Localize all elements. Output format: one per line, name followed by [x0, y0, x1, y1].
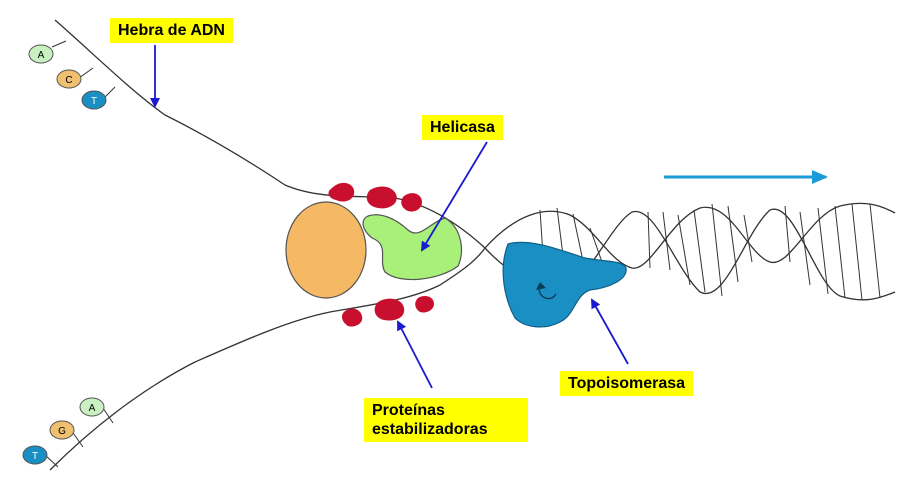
topoisomerase-pointer-arrow [592, 300, 628, 364]
nucleotide-letter: A [38, 50, 45, 61]
strand-label: Hebra de ADN [110, 18, 233, 43]
top-dna-strand [55, 20, 485, 248]
ssb-protein [415, 296, 434, 313]
topoisomerase-label: Topoisomerasa [560, 371, 693, 396]
ssb-protein [329, 183, 355, 202]
nucleotide-letter: C [65, 75, 72, 86]
stabilizing-proteins-label-line1: Proteínas [372, 401, 520, 420]
helicase-shape [363, 215, 461, 280]
nucleotide-letter: T [91, 96, 97, 107]
helicase-label: Helicasa [422, 115, 503, 140]
nucleotide-stem [104, 87, 115, 98]
primase-blob [286, 202, 366, 298]
ssb-protein [367, 187, 397, 209]
nucleotide-letter: G [58, 426, 66, 437]
nucleotide-stem [52, 41, 66, 47]
ssb-protein [342, 309, 362, 327]
nucleotide-bottom-1: A [80, 398, 104, 416]
nucleotide-letter: T [32, 451, 38, 462]
ssb-protein [401, 193, 422, 211]
stabilizing-proteins-label-line2: estabilizadoras [372, 420, 520, 439]
topoisomerase-shape [503, 242, 626, 327]
proteins-pointer-arrow [398, 322, 432, 388]
nucleotide-top-1: A [29, 45, 53, 63]
ssb-protein [375, 299, 405, 321]
nucleotide-top-3: T [82, 91, 106, 109]
nucleotide-stem [79, 68, 93, 78]
nucleotide-bottom-3: T [23, 446, 47, 464]
nucleotide-top-2: C [57, 70, 81, 88]
nucleotide-bottom-2: G [50, 421, 74, 439]
nucleotide-letter: A [89, 403, 96, 414]
stabilizing-proteins-label: Proteínas estabilizadoras [364, 398, 528, 442]
